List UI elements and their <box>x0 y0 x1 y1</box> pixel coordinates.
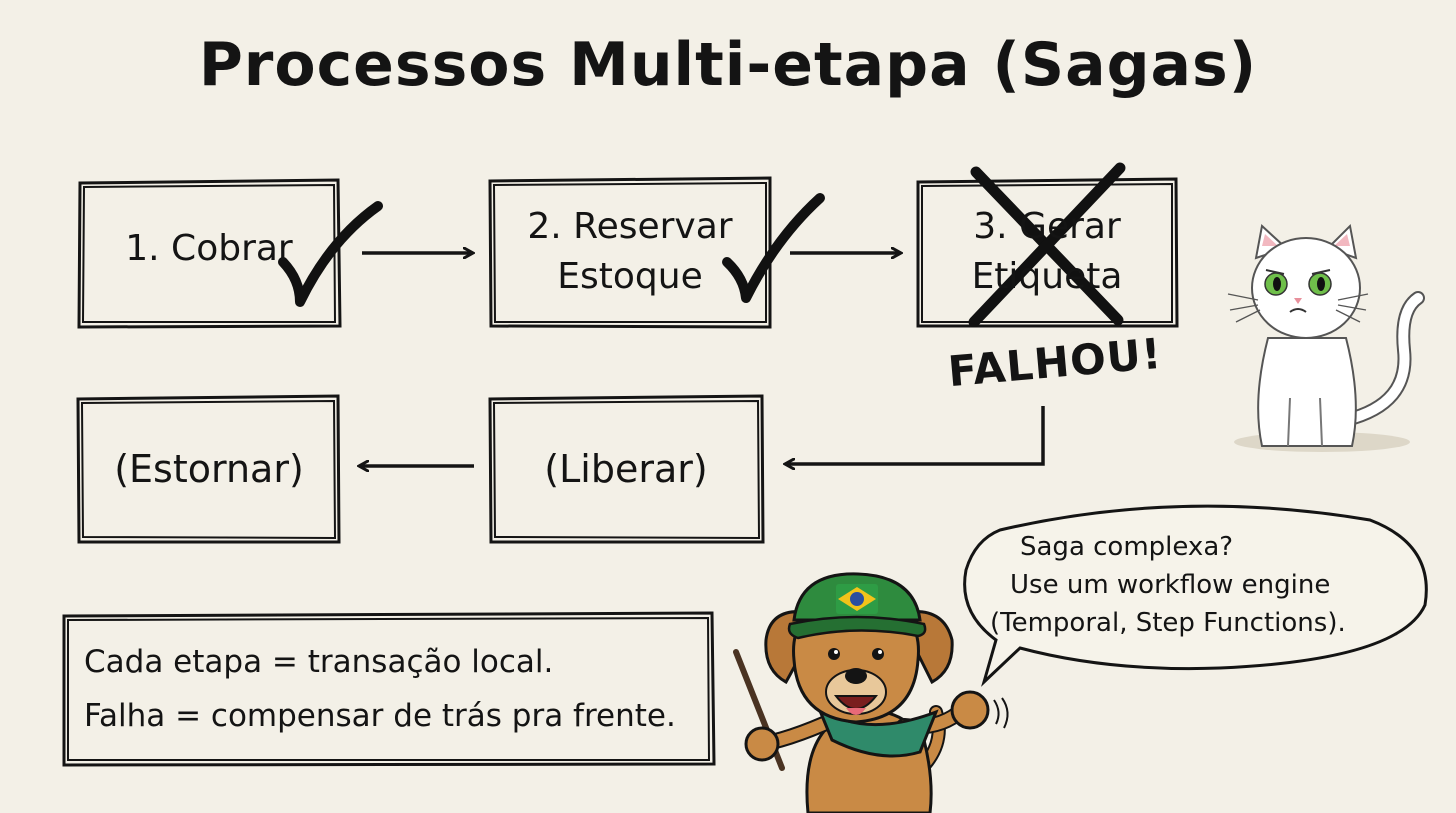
page-title: Processos Multi-etapa (Sagas) <box>198 30 1258 100</box>
compensation-box-liberar <box>488 394 765 544</box>
check-icon <box>278 201 383 307</box>
speech-bubble <box>963 504 1428 687</box>
speech-line-1: Saga complexa? <box>1020 532 1234 562</box>
brazil-flag-icon <box>836 584 878 614</box>
note-line-2: Falha = compensar de trás pra frente. <box>84 698 676 734</box>
dog-illustration <box>733 572 1009 813</box>
step-label-1-line1: 1. Cobrar <box>125 228 293 269</box>
step-box-2 <box>488 176 772 329</box>
note-box <box>62 611 716 767</box>
compensation-box-estornar <box>76 394 341 544</box>
cat-illustration <box>1227 223 1425 452</box>
step-label-2-line2: Estoque <box>557 256 703 297</box>
speech-line-2: Use um workflow engine <box>1010 570 1331 600</box>
arrow-left-icon <box>786 406 1045 464</box>
step-label-2: 2. Reservar Estoque <box>494 202 766 302</box>
step-label-3: 3. Gerar Etiqueta <box>922 202 1172 302</box>
speech-line-3: (Temporal, Step Functions). <box>990 608 1346 638</box>
step-box-3 <box>916 177 1179 328</box>
step-label-3-line2: Etiqueta <box>971 256 1123 297</box>
check-icon <box>722 193 825 303</box>
step-label-2-line1: 2. Reservar <box>527 206 733 247</box>
step-label-1: 1. Cobrar <box>84 224 334 274</box>
step-box-1 <box>77 178 342 329</box>
step-label-3-line1: 3. Gerar <box>973 206 1121 247</box>
cross-icon <box>968 162 1126 328</box>
note-line-1: Cada etapa = transação local. <box>84 644 554 680</box>
compensation-label-estornar: (Estornar) <box>114 447 304 491</box>
compensation-label-liberar: (Liberar) <box>544 447 708 491</box>
